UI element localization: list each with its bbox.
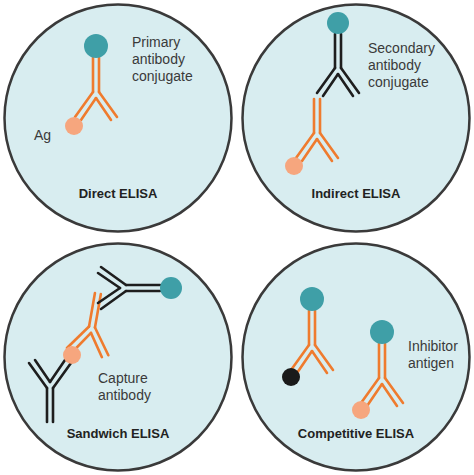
text-slot: Secondary antibody conjugate <box>368 40 448 91</box>
assay-title: Indirect ELISA <box>256 186 456 202</box>
circle-shape <box>5 5 232 232</box>
assay-circle: Secondary antibody conjugateIndirect ELI… <box>241 3 471 233</box>
text-slot: Sandwich ELISA <box>18 426 218 442</box>
text-slot: Indirect ELISA <box>256 186 456 202</box>
text-slot: Direct ELISA <box>18 186 218 202</box>
circle-shape <box>243 5 470 232</box>
annotation-label: Capture antibody <box>98 370 170 404</box>
assay-circle: Inhibitor antigenCompetitive ELISA <box>241 242 471 472</box>
text-slot: Inhibitor antigen <box>408 338 468 372</box>
assay-title: Direct ELISA <box>18 186 218 202</box>
assay-title: Competitive ELISA <box>256 426 456 442</box>
text-slot: Ag <box>34 127 64 144</box>
annotation-label: Secondary antibody conjugate <box>368 40 448 91</box>
text-slot: Competitive ELISA <box>256 426 456 442</box>
annotation-label: Primary antibody conjugate <box>132 34 224 85</box>
assay-title: Sandwich ELISA <box>18 426 218 442</box>
annotation-label: Inhibitor antigen <box>408 338 468 372</box>
circle-shape <box>243 244 470 471</box>
circle-shape <box>5 244 232 471</box>
annotation-label: Ag <box>34 127 64 144</box>
text-slot: Primary antibody conjugate <box>132 34 224 85</box>
assay-circle: Primary antibody conjugateAgDirect ELISA <box>3 3 233 233</box>
text-slot: Capture antibody <box>98 370 170 404</box>
assay-circle: Capture antibodySandwich ELISA <box>3 242 233 472</box>
